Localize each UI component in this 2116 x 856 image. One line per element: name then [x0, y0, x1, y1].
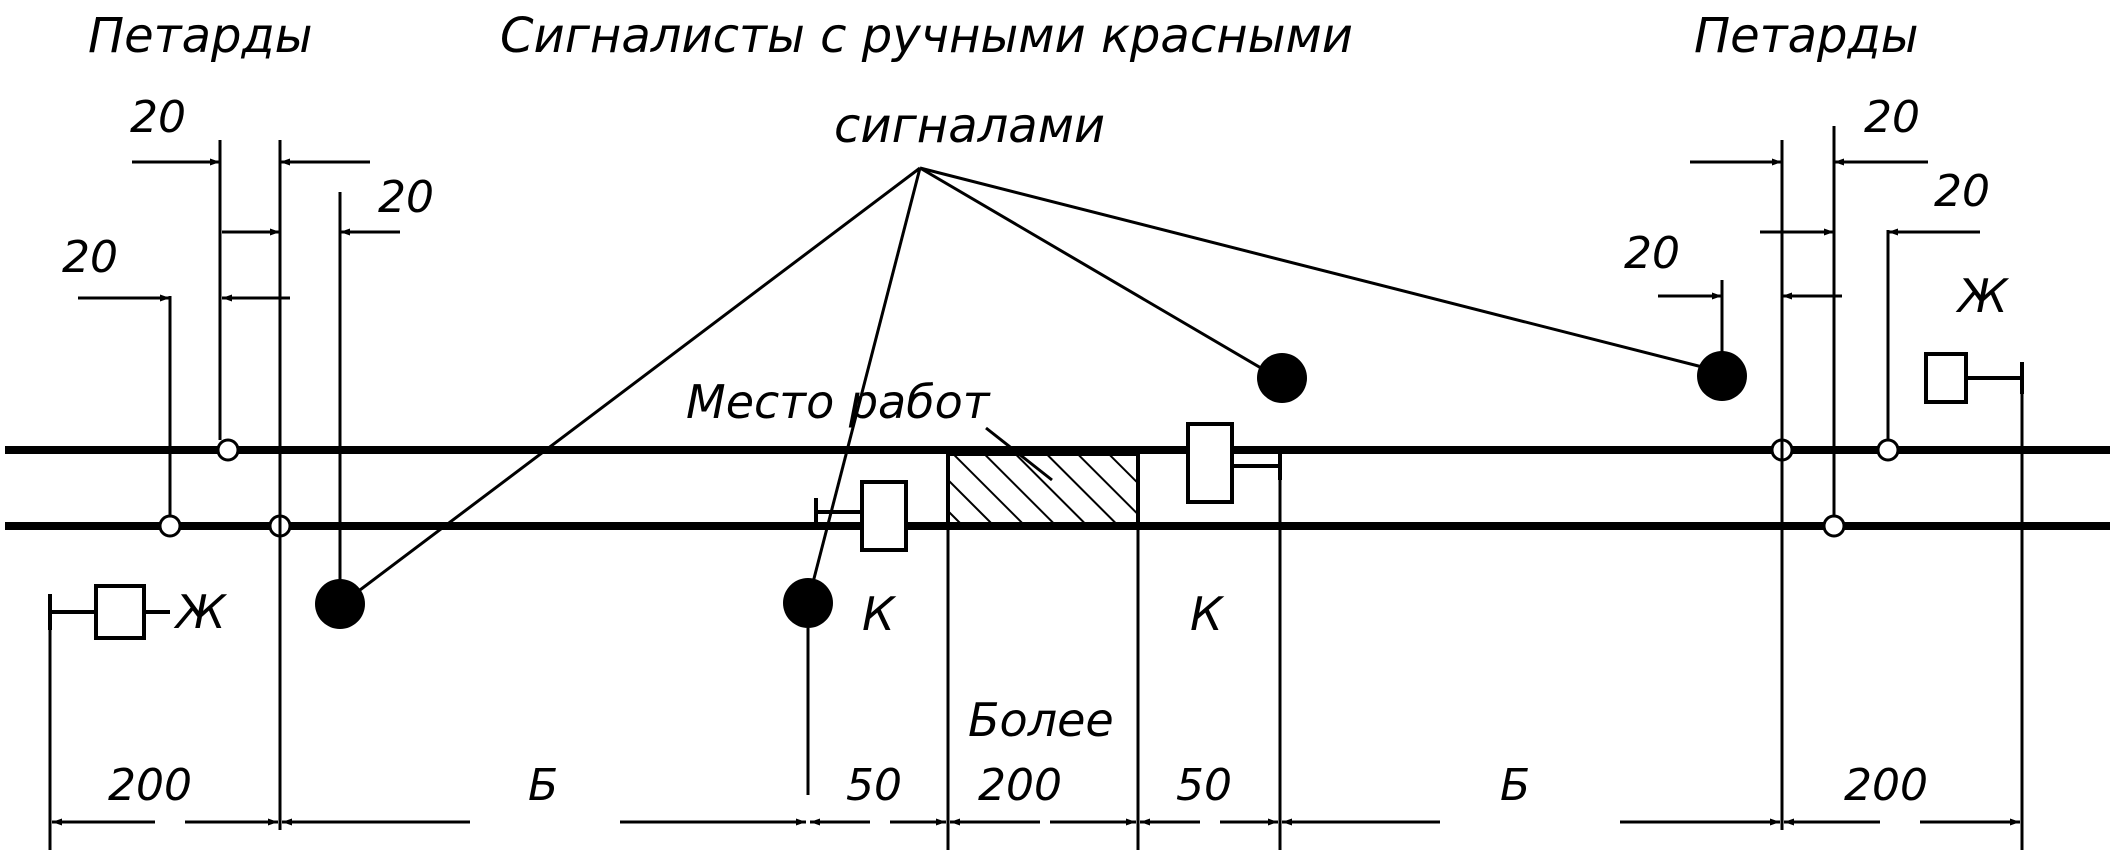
petards — [158, 438, 1900, 538]
petardy-right-label: Петарды — [1694, 8, 1919, 64]
dim-right-upper: 20 — [1864, 92, 1920, 143]
dim-bottom-b-left: Б — [528, 760, 558, 811]
work-site-leader — [985, 426, 1053, 482]
signal-box-icon — [94, 584, 146, 640]
more-than-label: Более — [968, 693, 1114, 747]
dim-bottom-200-right: 200 — [1844, 760, 1928, 811]
yellow-signal-left — [48, 584, 170, 640]
dim-right-middle: 20 — [1934, 166, 1990, 217]
signal-box-icon — [1924, 352, 1968, 404]
right-petard-dimensions — [1658, 126, 1980, 830]
signal-box-icon — [860, 480, 908, 552]
petard-icon — [1876, 438, 1900, 462]
letter-zh-right: Ж — [1955, 269, 2010, 323]
letter-zh-left: Ж — [173, 585, 228, 639]
letter-k-left: К — [862, 587, 897, 641]
dim-left-upper: 20 — [130, 92, 186, 143]
work-site-area — [946, 452, 1140, 526]
dim-left-middle: 20 — [378, 172, 434, 223]
dim-bottom-50-right: 50 — [1176, 760, 1232, 811]
stop-signal-left — [814, 480, 908, 552]
petard-icon — [1822, 514, 1846, 538]
signal-box-icon — [1186, 422, 1234, 504]
yellow-signal-right — [1924, 352, 2024, 404]
petard-icon — [216, 438, 240, 462]
dim-right-lower: 20 — [1624, 228, 1680, 279]
signalman-center-left — [783, 578, 833, 628]
dim-left-lower: 20 — [62, 232, 118, 283]
dim-bottom-200-left: 200 — [108, 760, 192, 811]
signalman-center-right — [1257, 353, 1307, 403]
stop-signal-right — [1186, 422, 1282, 504]
petardy-left-label: Петарды — [88, 8, 313, 64]
signalmen-label-line2: сигналами — [834, 98, 1105, 154]
dim-bottom-50-left: 50 — [846, 760, 902, 811]
dim-bottom-b-right: Б — [1500, 760, 1530, 811]
bottom-dimension-lines — [48, 394, 2024, 850]
work-site-label: Место работ — [686, 375, 991, 429]
signalmen-leaders — [351, 166, 1723, 598]
letter-k-right: К — [1190, 587, 1225, 641]
signalmen-label-line1: Сигналисты с ручными красными — [500, 8, 1353, 64]
petard-icon — [158, 514, 182, 538]
left-petard-dimensions — [78, 140, 400, 830]
dim-bottom-200-center: 200 — [978, 760, 1062, 811]
